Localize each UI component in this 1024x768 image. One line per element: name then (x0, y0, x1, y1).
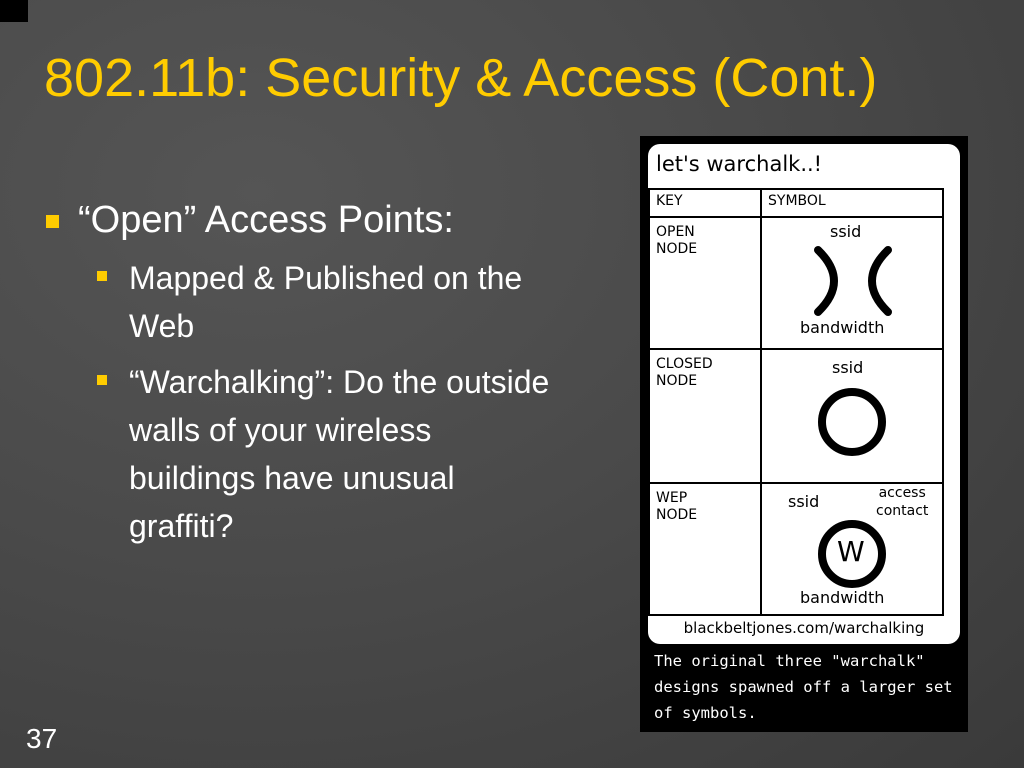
bullet-list: “Open” Access Points: Mapped & Published… (46, 196, 566, 558)
bullet-text: Mapped & Published on the Web (129, 260, 523, 344)
bullet-text: “Open” Access Points: (78, 199, 454, 241)
open-node-key: OPEN NODE (650, 218, 762, 348)
sub-bullet-mapped: Mapped & Published on the Web (97, 254, 566, 350)
slide-title: 802.11b: Security & Access (Cont.) (44, 48, 878, 108)
bullet-open-access-points: “Open” Access Points: (46, 196, 566, 244)
wep-letter: W (837, 535, 865, 568)
warchalk-header-row: KEY SYMBOL (648, 188, 944, 218)
warchalk-card: let's warchalk..! KEY SYMBOL OPEN NODE s… (640, 136, 968, 732)
closed-node-key: CLOSED NODE (650, 350, 762, 482)
wep-node-symbol: ssid access contact W bandwidth (762, 484, 942, 614)
bandwidth-label: bandwidth (800, 318, 885, 337)
closed-node-row: CLOSED NODE ssid (648, 350, 944, 484)
bullet-square-icon (97, 375, 107, 385)
slide-number: 37 (26, 723, 58, 754)
warchalk-card-panel (648, 144, 960, 644)
ssid-label: ssid (830, 222, 862, 241)
key-column-header: KEY (650, 190, 762, 216)
ssid-label: ssid (832, 358, 864, 377)
symbol-column-header: SYMBOL (768, 193, 826, 209)
bullet-square-icon (46, 215, 59, 228)
corner-mark (0, 0, 28, 22)
wep-node-row: WEP NODE ssid access contact W bandwidth (648, 484, 944, 616)
open-node-icon (814, 246, 892, 316)
bandwidth-label: bandwidth (800, 588, 885, 607)
access-contact-label: access contact (876, 485, 929, 519)
warchalk-caption: The original three "warchalk" designs sp… (654, 652, 953, 722)
wep-node-icon (818, 520, 886, 588)
closed-node-symbol: ssid (762, 350, 942, 482)
warchalk-source-url: blackbeltjones.com/warchalking (683, 619, 925, 637)
open-node-symbol: ssid bandwidth (762, 218, 942, 348)
wep-node-key: WEP NODE (650, 484, 762, 614)
sub-bullet-warchalking: “Warchalking”: Do the outside walls of y… (97, 358, 566, 550)
warchalk-card-title: let's warchalk..! (656, 152, 823, 176)
ssid-label: ssid (788, 492, 820, 511)
bullet-square-icon (97, 271, 107, 281)
bullet-text: “Warchalking”: Do the outside walls of y… (129, 364, 550, 544)
open-node-row: OPEN NODE ssid bandwidth (648, 218, 944, 350)
closed-node-icon (818, 388, 886, 456)
